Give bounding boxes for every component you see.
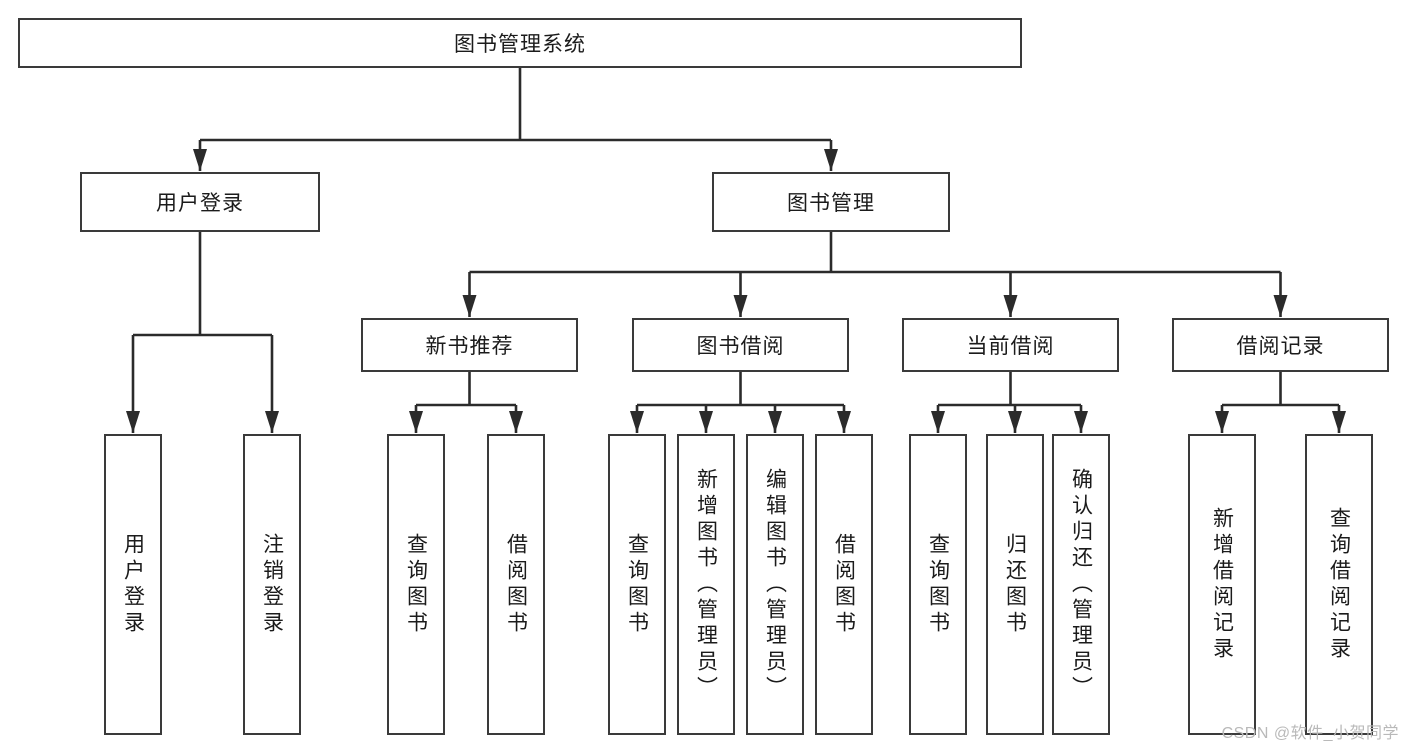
node-l3-querybook3[interactable]: 查询图书 [909,434,967,735]
node-l3-queryrecord[interactable]: 查询借阅记录 [1305,434,1373,735]
node-label: 当前借阅 [966,335,1055,358]
node-label: 查询图书 [404,532,428,637]
arrowhead-icon [1074,411,1088,433]
node-label: 新增图书（管理员） [694,467,718,702]
node-label: 归还图书 [1003,532,1027,637]
arrowhead-icon [1273,295,1288,317]
node-label: 查询借阅记录 [1327,506,1351,663]
node-label: 图书管理 [787,192,875,215]
node-label: 新增借阅记录 [1210,506,1234,663]
node-l3-logout[interactable]: 注销登录 [243,434,301,735]
node-l3-addrecord[interactable]: 新增借阅记录 [1188,434,1256,735]
node-l2-current[interactable]: 当前借阅 [902,318,1119,372]
arrowhead-icon [462,295,477,317]
node-label: 查询图书 [625,532,649,637]
node-l3-userlogin[interactable]: 用户登录 [104,434,162,735]
node-label: 查询图书 [926,532,950,637]
arrowhead-icon [768,411,782,433]
node-label: 借阅图书 [504,532,528,637]
arrowhead-icon [265,411,279,433]
arrowhead-icon [837,411,851,433]
arrowhead-icon [824,149,838,171]
arrowhead-icon [1003,295,1018,317]
node-l3-returnbook[interactable]: 归还图书 [986,434,1044,735]
arrowhead-icon [699,411,713,433]
node-label: 借阅图书 [832,532,856,637]
arrowhead-icon [630,411,644,433]
arrowhead-icon [193,149,207,171]
arrowhead-icon [931,411,945,433]
node-l3-borrowbook2[interactable]: 借阅图书 [815,434,873,735]
node-label: 图书借阅 [696,335,785,358]
arrowhead-icon [733,295,748,317]
node-label: 注销登录 [260,532,284,637]
node-l3-borrowbook1[interactable]: 借阅图书 [487,434,545,735]
node-label: 图书管理系统 [454,33,586,56]
arrowhead-icon [126,411,140,433]
arrowhead-icon [509,411,523,433]
node-l2-record[interactable]: 借阅记录 [1172,318,1389,372]
watermark-text: CSDN @软件_小贺同学 [1221,725,1399,742]
arrowhead-icon [1332,411,1346,433]
arrowhead-icon [409,411,423,433]
arrowhead-icon [1215,411,1229,433]
node-root[interactable]: 图书管理系统 [18,18,1022,68]
node-l3-querybook1[interactable]: 查询图书 [387,434,445,735]
node-label: 编辑图书（管理员） [763,467,787,702]
node-label: 确认归还（管理员） [1069,467,1093,702]
node-label: 用户登录 [121,532,145,637]
node-l2-borrow[interactable]: 图书借阅 [632,318,849,372]
node-l2-newbook[interactable]: 新书推荐 [361,318,578,372]
node-l1-login[interactable]: 用户登录 [80,172,320,232]
node-l3-confirm[interactable]: 确认归还（管理员） [1052,434,1110,735]
node-l3-addbook[interactable]: 新增图书（管理员） [677,434,735,735]
node-label: 用户登录 [156,192,244,215]
node-label: 新书推荐 [425,335,514,358]
node-l3-editbook[interactable]: 编辑图书（管理员） [746,434,804,735]
node-label: 借阅记录 [1236,335,1325,358]
node-l3-querybook2[interactable]: 查询图书 [608,434,666,735]
arrowhead-icon [1008,411,1022,433]
node-l1-books[interactable]: 图书管理 [712,172,950,232]
